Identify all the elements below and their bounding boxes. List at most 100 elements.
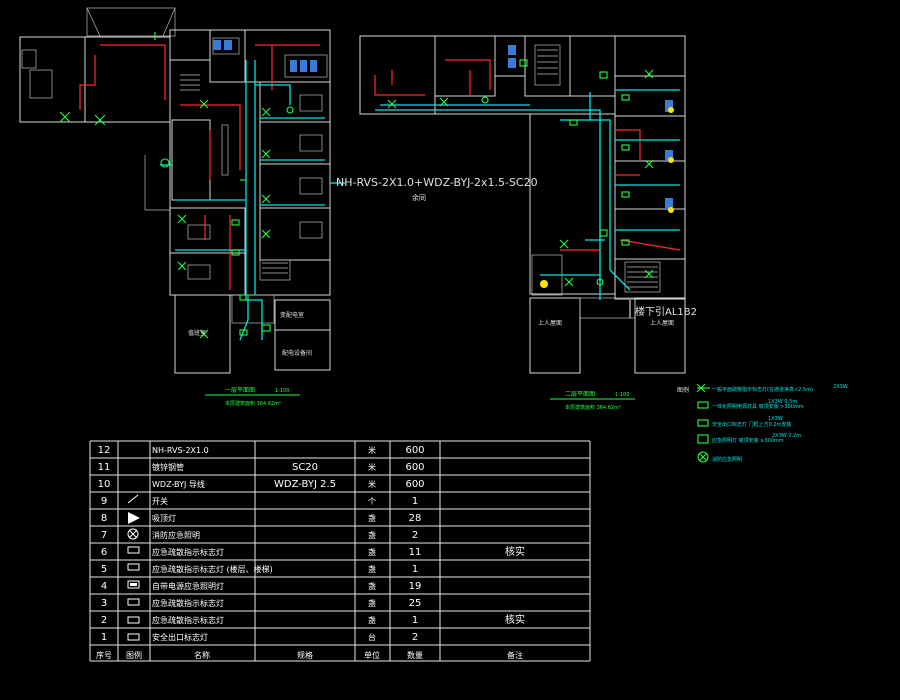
legend-item-0: 一般平面疏散指示标志灯(在通道净高<2.5m)	[712, 386, 813, 393]
floor2-title: 二层平面图	[565, 391, 595, 398]
table-legend-icons	[127, 494, 140, 641]
floor1-title: 一层平面图	[225, 387, 255, 394]
table-cell-no: 3	[101, 598, 107, 609]
room-equip-label: 配电设备间	[282, 349, 312, 357]
table-cell-qty: 1	[412, 496, 418, 507]
table-cell-no: 7	[101, 530, 107, 541]
table-header-cell: 数量	[407, 650, 423, 660]
table-cell-qty: 25	[409, 598, 422, 609]
legend: 图例 一般平面疏散指示标志灯(在通道净高<2.5m) 1X3W 0.5m 一体化…	[677, 383, 848, 463]
table-cell-name: 吸顶灯	[152, 513, 176, 523]
table-cell-no: 2	[101, 615, 107, 626]
table-cell-qty: 600	[405, 445, 424, 456]
table-cell-qty: 600	[405, 479, 424, 490]
table-cell-unit: 盏	[368, 598, 376, 608]
table-cell-unit: 台	[368, 632, 376, 642]
table-cell-spec: SC20	[292, 462, 318, 473]
legend-item-1: 一体化照明电源灯具 吸顶安装 >300mm	[712, 403, 804, 410]
floor1-plan	[19, 7, 345, 374]
table-cell-unit: 米	[368, 462, 376, 472]
table-cell-no: 12	[98, 445, 111, 456]
table-cell-unit: 个	[368, 497, 376, 506]
table-cell-no: 10	[98, 479, 111, 490]
svg-text:2X3W: 2X3W	[833, 384, 848, 390]
floor2-right-wing	[529, 113, 616, 295]
floor1-hall	[84, 36, 171, 123]
table-cell-name: 镀锌钢管	[152, 462, 184, 472]
floor2-plan	[359, 35, 686, 374]
floor2-note: 本层建筑面积 364.62m²	[565, 404, 621, 411]
table-cell-name: NH-RVS-2X1.0	[152, 446, 209, 455]
floor1-lower-room-left	[174, 294, 231, 374]
roof-right-label: 上人屋面	[650, 319, 674, 327]
legend-item-2-spec: 1X3W	[768, 416, 783, 422]
room-duty-label: 值班室	[188, 329, 206, 337]
floor2-scale: 1:100	[615, 392, 629, 398]
legend-item-2: 安全出口标志灯 门框上方0.2m安装	[712, 421, 791, 428]
legend-item-3-spec: 2X3W 2.2m	[772, 433, 801, 439]
table-header-cell: 序号	[96, 650, 112, 660]
table-cell-note: 核实	[505, 613, 525, 626]
table-cell-no: 8	[101, 513, 107, 524]
table-cell-unit: 盏	[368, 547, 376, 557]
roof-left-label: 上人屋面	[538, 319, 562, 327]
feeder-sub-label: 余同	[412, 193, 426, 202]
table-cell-qty: 19	[409, 581, 422, 592]
table-cell-qty: 2	[412, 530, 418, 541]
feeder-label: NH-RVS-2X1.0+WDZ-BYJ-2x1.5-SC20	[336, 176, 538, 189]
material-table	[89, 440, 591, 662]
table-cell-no: 1	[101, 632, 107, 643]
floor2-light-fixtures	[387, 59, 654, 287]
legend-item-4: 消防应急照明	[712, 456, 742, 463]
table-cell-unit: 米	[368, 479, 376, 489]
table-cell-unit: 盏	[368, 513, 376, 523]
floor2-roof-left	[529, 297, 581, 374]
table-cell-unit: 盏	[368, 564, 376, 574]
table-cell-qty: 1	[412, 564, 418, 575]
table-cell-unit: 盏	[368, 581, 376, 591]
room-elec-label: 变配电室	[280, 311, 304, 319]
legend-item-1-spec: 1X3W 0.5m	[768, 399, 797, 405]
legend-item-3: 应急照明灯 吸顶安装 ≥300mm	[712, 437, 784, 444]
legend-title: 图例	[677, 386, 689, 394]
table-header-cell: 名称	[194, 650, 210, 660]
table-cell-no: 4	[101, 581, 107, 592]
table-cell-qty: 28	[409, 513, 422, 524]
table-cell-spec: WDZ-BYJ 2.5	[274, 479, 336, 490]
table-cell-name: 安全出口标志灯	[152, 632, 208, 642]
table-cell-name: 开关	[152, 496, 168, 506]
table-cell-name: WDZ-BYJ 导线	[152, 479, 205, 489]
table-cell-name: 自带电源应急照明灯	[152, 581, 224, 591]
table-cell-qty: 2	[412, 632, 418, 643]
table-header-cell: 规格	[297, 650, 313, 660]
floor2-panel-marker	[540, 280, 548, 288]
table-cell-no: 11	[98, 462, 111, 473]
table-cell-no: 9	[101, 496, 107, 507]
table-cell-qty: 11	[409, 547, 422, 558]
table-cell-qty: 1	[412, 615, 418, 626]
table-cell-name: 消防应急照明	[152, 530, 200, 540]
table-header-cell: 单位	[364, 650, 380, 660]
table-header-cell: 图例	[126, 650, 142, 660]
table-cell-name: 应急疏散指示标志灯	[152, 598, 224, 608]
table-cell-unit: 盏	[368, 615, 376, 625]
table-cell-unit: 盏	[368, 530, 376, 540]
table-cell-name: 应急疏散指示标志灯	[152, 615, 224, 625]
floor1-scale: 1:100	[275, 388, 289, 394]
floor1-entrance-canopy	[86, 7, 176, 37]
table-cell-name: 应急疏散指示标志灯	[152, 547, 224, 557]
table-cell-note: 核实	[505, 545, 525, 558]
floor2-stair-label: 楼下引AL1B2	[635, 305, 697, 318]
table-header-cell: 备注	[507, 650, 523, 660]
floor1-note: 本层建筑面积 364.62m²	[225, 400, 281, 407]
table-cell-no: 6	[101, 547, 107, 558]
table-cell-unit: 米	[368, 445, 376, 455]
table-cell-no: 5	[101, 564, 107, 575]
floor2-roof-right	[634, 297, 686, 374]
table-cell-name: 应急疏散指示标志灯 (楼层、楼梯)	[152, 564, 273, 574]
floor1-light-fixtures	[59, 99, 294, 339]
floor1-equip-room	[274, 329, 331, 371]
table-cell-qty: 600	[405, 462, 424, 473]
